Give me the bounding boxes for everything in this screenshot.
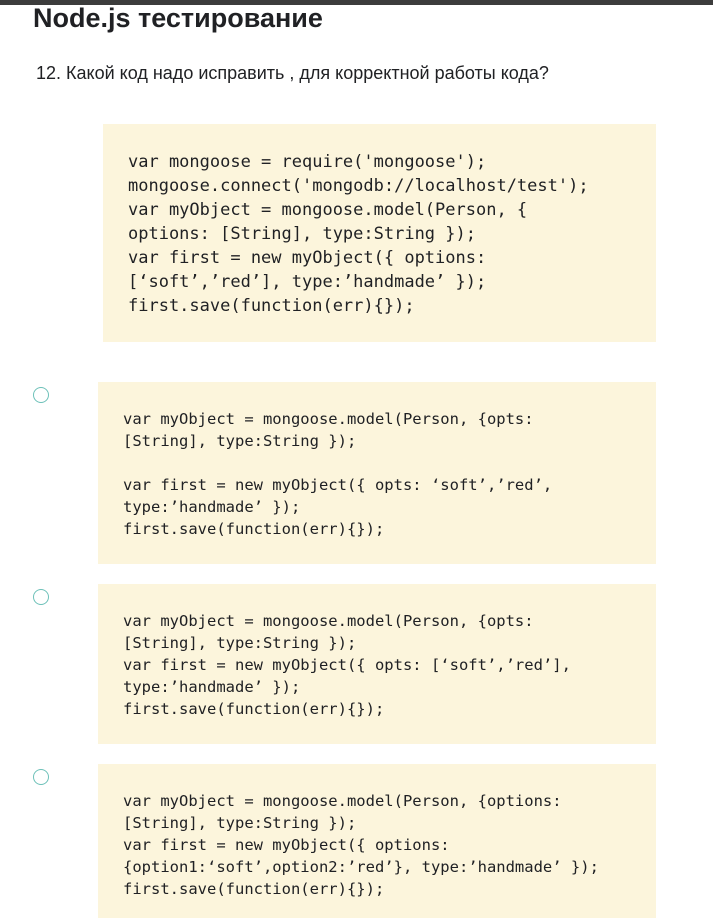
option-3-code-block[interactable]: var myObject = mongoose.model(Person, {o… bbox=[98, 764, 656, 918]
option-1-code: var myObject = mongoose.model(Person, {o… bbox=[123, 410, 553, 538]
option-2-code-block[interactable]: var myObject = mongoose.model(Person, {o… bbox=[98, 584, 656, 744]
option-1-code-block[interactable]: var myObject = mongoose.model(Person, {o… bbox=[98, 382, 656, 564]
top-bar bbox=[0, 0, 713, 5]
page-title: Node.js тестирование bbox=[33, 3, 323, 33]
option-1-radio[interactable] bbox=[33, 387, 49, 403]
option-3-code: var myObject = mongoose.model(Person, {o… bbox=[123, 792, 599, 898]
option-2-radio[interactable] bbox=[33, 589, 49, 605]
question-code: var mongoose = require('mongoose'); mong… bbox=[128, 152, 589, 316]
option-3-radio[interactable] bbox=[33, 769, 49, 785]
question-text: 12. Какой код надо исправить , для корре… bbox=[36, 63, 549, 83]
option-2-code: var myObject = mongoose.model(Person, {o… bbox=[123, 612, 571, 718]
question-code-block: var mongoose = require('mongoose'); mong… bbox=[103, 124, 656, 342]
